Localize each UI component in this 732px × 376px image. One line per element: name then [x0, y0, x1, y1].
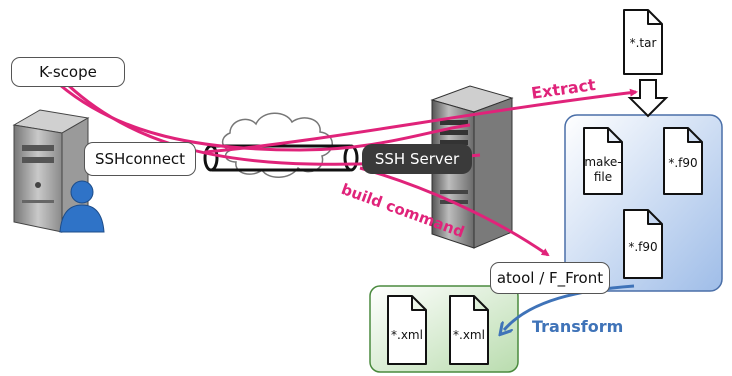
- makefile-document-icon: [583, 127, 623, 195]
- f90-bottom-document-icon: [623, 209, 663, 279]
- xml-right-document-icon: [449, 295, 489, 365]
- xml-right-doc-label: *.xml: [453, 328, 485, 342]
- atool-label: atool / F_Front: [490, 262, 610, 294]
- transform-label: Transform: [532, 317, 624, 336]
- makefile-doc-label-line2: file: [593, 170, 613, 184]
- makefile-doc-label-line1: make-: [584, 155, 622, 169]
- sshconnect-label: SSHconnect: [84, 142, 196, 176]
- tar-doc-label: *.tar: [629, 36, 657, 50]
- build-command-arrow: [359, 166, 550, 257]
- extract-arrow: [204, 88, 638, 154]
- extract-down-arrow: [627, 79, 669, 118]
- user-icon: [59, 180, 105, 233]
- kscope-label: K-scope: [11, 57, 125, 87]
- xml-left-doc-label: *.xml: [391, 328, 423, 342]
- xml-left-document-icon: [387, 295, 427, 365]
- f90-bottom-doc-label: *.f90: [628, 240, 658, 254]
- ssh-server-label: SSH Server: [362, 144, 472, 174]
- f90-top-document-icon: [663, 127, 703, 195]
- tar-document-icon: [623, 9, 663, 75]
- f90-top-doc-label: *.f90: [668, 156, 698, 170]
- ssh-server-icon: [430, 85, 514, 249]
- transform-arrow: [504, 284, 635, 330]
